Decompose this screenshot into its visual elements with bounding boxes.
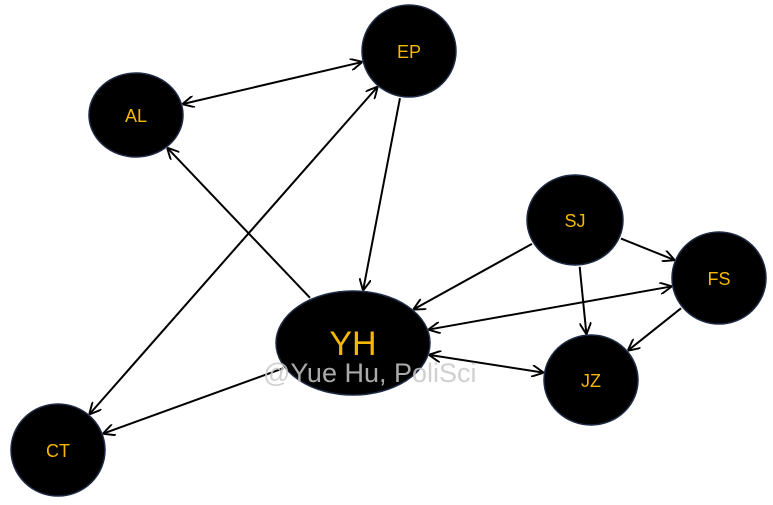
node-shape-yh [275,290,431,396]
node-shape-ep [361,4,457,98]
watermark-text: @Yue Hu, PoliSci [263,358,477,388]
node-label-jz: JZ [581,371,601,391]
edge-ep-yh [363,97,401,289]
node-label-al: AL [125,106,147,126]
node-ct: CT [10,403,106,497]
edge-yh-ct [104,367,284,433]
node-shape-fs [671,231,767,325]
edge-yh-jz [430,355,543,373]
node-shape-ct [10,403,106,497]
edge-sj-fs [620,237,674,260]
node-jz: JZ [543,334,639,426]
node-ep: EP [361,4,457,98]
edges-layer [90,62,682,433]
node-label-sj: SJ [564,211,585,231]
node-label-yh: YH [329,325,376,363]
edge-yh-al [168,148,311,299]
node-shape-jz [543,334,639,426]
edge-fs-jz [629,307,682,350]
edge-al-ep [183,62,361,104]
edge-sj-yh [414,242,533,309]
nodes-layer: EP AL SJ FS YH JZ CT [10,4,767,497]
edge-ep-ct [90,87,377,413]
node-label-ct: CT [46,441,70,461]
node-al: AL [88,72,184,158]
edge-fs-yh [429,287,670,330]
node-sj: SJ [526,174,624,266]
node-label-fs: FS [707,269,730,289]
node-shape-sj [526,174,624,266]
edge-sj-jz [578,266,587,333]
node-label-ep: EP [397,42,421,62]
node-shape-al [88,72,184,158]
node-yh: YH [275,290,431,396]
node-fs: FS [671,231,767,325]
